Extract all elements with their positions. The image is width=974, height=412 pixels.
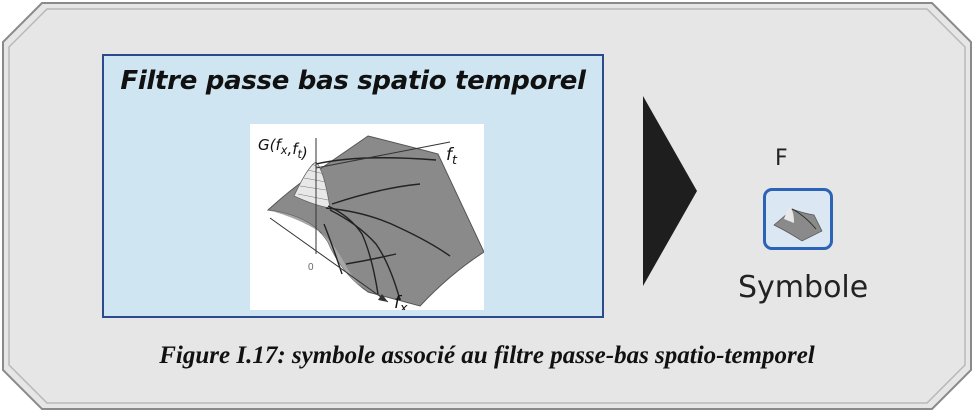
x-axis-line (269, 217, 389, 303)
t-axis-label: ft (446, 145, 458, 168)
x-axis-label: fx (394, 293, 408, 310)
z-axis-label: G(fx,ft) (258, 136, 308, 162)
figure-caption: Figure I.17: symbole associé au filtre p… (159, 342, 815, 369)
filter-response-plot: G(fx,ft) ft fx 0 (250, 124, 484, 310)
transform-arrow-icon (643, 96, 697, 286)
panel-title: Filtre passe bas spatio temporel (120, 66, 586, 96)
symbol-name: F (775, 146, 788, 171)
origin-label: 0 (308, 262, 314, 273)
filter-symbol-icon (763, 188, 833, 250)
t-axis-line (315, 141, 451, 169)
filter-panel: Filtre passe bas spatio temporel (102, 54, 604, 318)
symbol-label: Symbole (738, 270, 869, 305)
